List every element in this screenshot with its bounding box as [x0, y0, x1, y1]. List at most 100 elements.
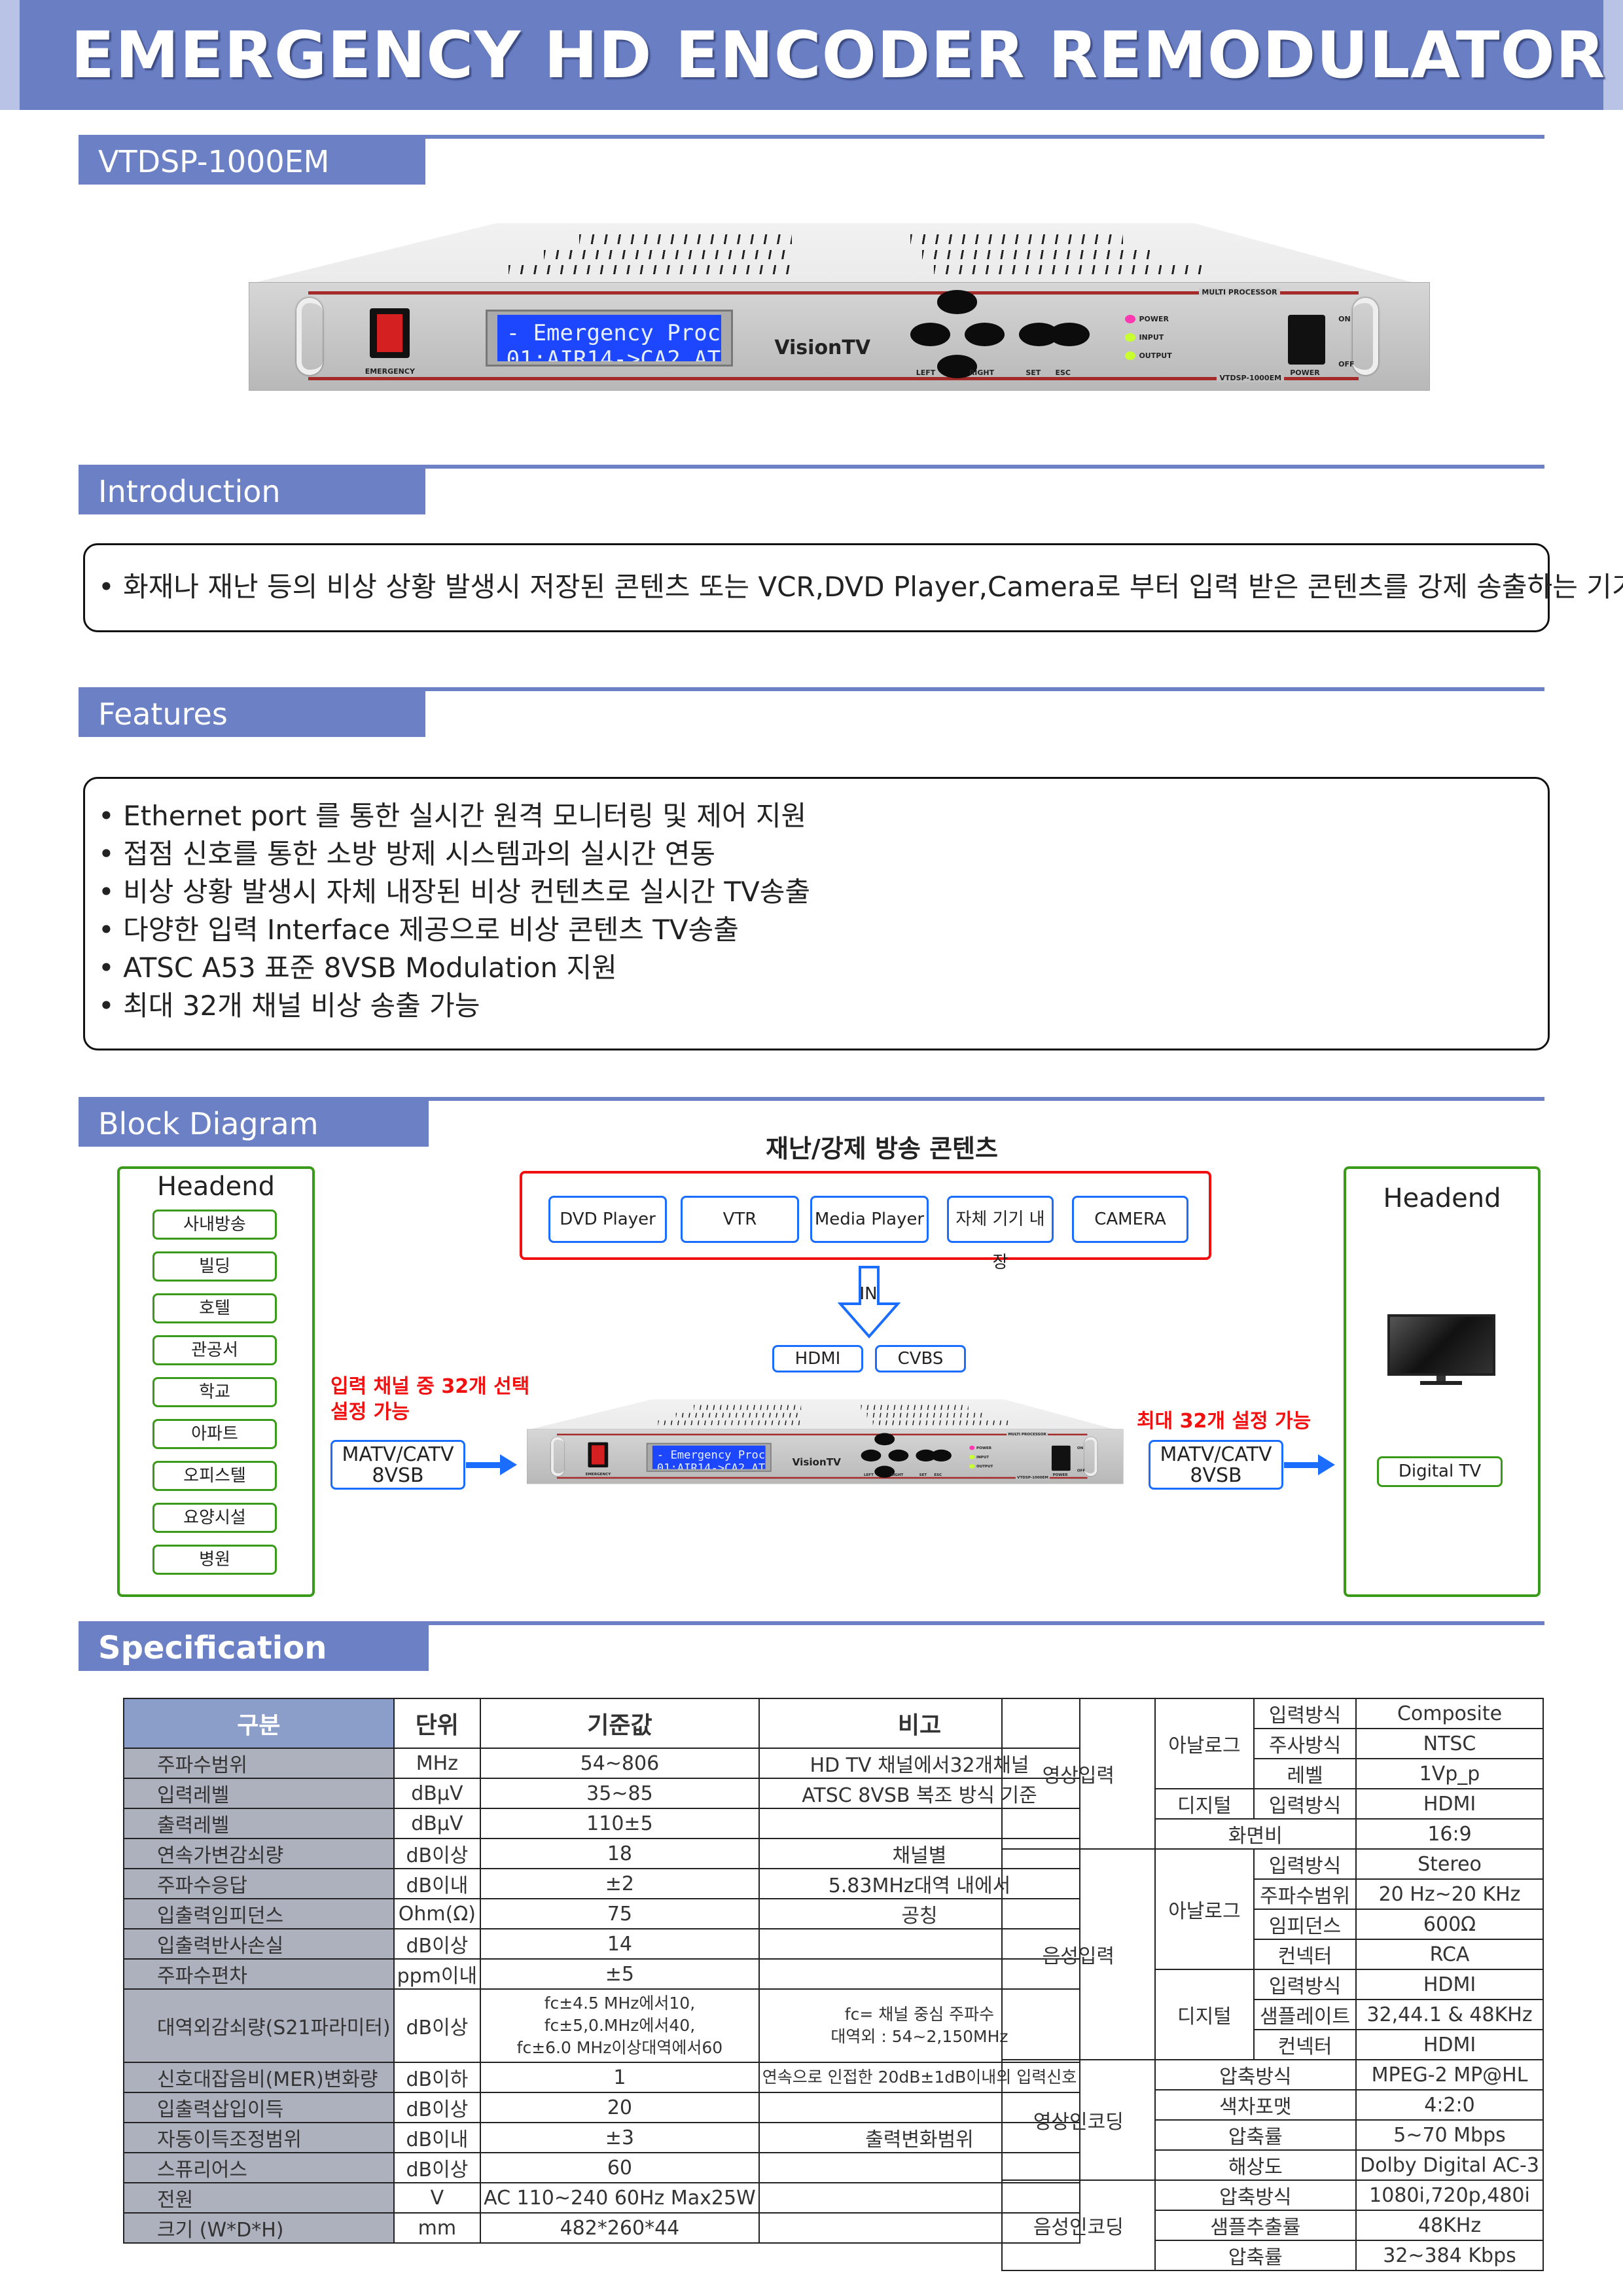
output-led	[1124, 351, 1136, 360]
spec-value: 14	[480, 1928, 760, 1960]
vent-slots	[921, 249, 1158, 260]
lcd-display: - Emergency Processor -01:AIR14->CA2 ATT…	[497, 315, 722, 361]
trim-line	[308, 291, 1359, 295]
set-button	[916, 1449, 936, 1462]
spec-group: 음성인코딩	[1001, 2179, 1156, 2271]
spec-item: 압축률	[1154, 2119, 1357, 2151]
esc-label: ESC	[934, 1473, 942, 1477]
up-button	[937, 290, 978, 314]
spec-item: 샘플추출률	[1154, 2210, 1357, 2241]
spec-item: 압축방식	[1154, 2059, 1357, 2090]
power-label: POWER	[1052, 1473, 1068, 1477]
model-section-heading: VTDSP-1000EM	[79, 139, 425, 185]
right-label: RIGHT	[969, 368, 995, 378]
block-diagram-heading: Block Diagram	[79, 1101, 429, 1147]
spec-value: ±3	[480, 2122, 760, 2153]
vent-slots	[544, 249, 793, 260]
header-unit: 단위	[393, 1698, 482, 1749]
input-led	[1124, 333, 1136, 342]
spec-item: 압축률	[1154, 2240, 1357, 2271]
trim-line	[557, 1477, 1088, 1479]
trim-line	[308, 377, 1359, 381]
spec-line: fc±4.5 MHz에서10,	[544, 1994, 696, 2013]
spec-unit: dBμV	[393, 1778, 482, 1809]
off-label: OFF	[1338, 359, 1355, 368]
spec-group: 음성입력	[1001, 1848, 1156, 2060]
output-led	[969, 1463, 975, 1469]
spec-item: 컨넥터	[1253, 2029, 1357, 2060]
introduction-text: • 화재나 재난 등의 비상 상황 발생시 저장된 콘텐츠 또는 VCR,DVD…	[98, 571, 1623, 603]
spec-item: 스퓨리어스	[123, 2152, 395, 2183]
spec-value: 16:9	[1355, 1818, 1544, 1850]
spec-value: 32~384 Kbps	[1355, 2240, 1544, 2271]
spec-value: 18	[480, 1838, 760, 1869]
spec-item: 입력방식	[1253, 1788, 1357, 1820]
spec-unit: ppm이내	[393, 1958, 482, 1990]
spec-group: 영상입력	[1001, 1698, 1156, 1850]
matv-line-1: MATV/CATV	[1160, 1443, 1272, 1466]
vent-slots	[675, 1412, 802, 1418]
spec-item: 주사방식	[1253, 1728, 1357, 1759]
right-button	[888, 1449, 909, 1462]
esc-label: ESC	[1055, 368, 1071, 378]
spec-unit: dB이상	[393, 2092, 482, 2123]
feature-item: • 비상 상황 발생시 자체 내장된 비상 컨텐츠로 실시간 TV송출	[98, 876, 811, 908]
in-arrow	[838, 1266, 901, 1339]
spec-item: 임피던스	[1253, 1909, 1357, 1940]
power-led	[969, 1445, 975, 1450]
spec-item: 연속가변감쇠량	[123, 1838, 395, 1869]
output-led-label: OUTPUT	[1139, 351, 1172, 360]
spec-value: NTSC	[1355, 1728, 1544, 1759]
left-handle	[296, 297, 323, 375]
spec-unit: dB이내	[393, 2122, 482, 2153]
spec-item: 입출력삽입이득	[123, 2092, 395, 2123]
model-label: VTDSP-1000EM	[1016, 1475, 1050, 1480]
spec-value: 482*260*44	[480, 2212, 760, 2244]
power-switch	[1051, 1445, 1071, 1471]
left-note-line-2: 설정 가능	[330, 1401, 410, 1424]
feature-item: • 다양한 입력 Interface 제공으로 비상 콘텐츠 TV송출	[98, 914, 739, 946]
cvbs-input-box: CVBS	[875, 1345, 966, 1372]
spec-unit: MHz	[393, 1748, 482, 1779]
left-headend-title: Headend	[157, 1172, 275, 1202]
spec-value: HDMI	[1355, 1969, 1544, 2000]
headend-item: 요양시설	[152, 1503, 277, 1533]
spec-unit: Ohm(Ω)	[393, 1898, 482, 1929]
tv-base	[1420, 1381, 1462, 1385]
down-button	[937, 354, 978, 378]
left-label: LEFT	[916, 368, 936, 378]
feature-item: • Ethernet port 를 통한 실시간 원격 모니터링 및 제어 지원	[98, 800, 807, 832]
section-divider	[79, 465, 1544, 469]
section-divider	[79, 1097, 1544, 1101]
spec-value: HDMI	[1355, 2029, 1544, 2060]
spec-unit: dB이상	[393, 1928, 482, 1960]
emergency-switch	[369, 308, 410, 358]
vent-slots	[910, 234, 1123, 244]
introduction-box	[83, 543, 1550, 632]
spec-value: 1080i,720p,480i	[1355, 2179, 1544, 2211]
vent-slots	[579, 234, 793, 244]
right-handle	[1084, 1437, 1097, 1477]
spec-item: 입력방식	[1253, 1698, 1357, 1729]
device-diagram: EMERGENCY - Emergency Processor -01:AIR1…	[527, 1397, 1124, 1494]
spec-unit: mm	[393, 2212, 482, 2244]
up-button	[874, 1433, 895, 1445]
output-led-label: OUTPUT	[976, 1463, 993, 1469]
brand-logo: VisionTV	[792, 1456, 841, 1469]
source-item: CAMERA	[1072, 1196, 1188, 1243]
spec-item: 자동이득조정범위	[123, 2122, 395, 2153]
feature-item: • 최대 32개 채널 비상 송출 가능	[98, 990, 480, 1022]
